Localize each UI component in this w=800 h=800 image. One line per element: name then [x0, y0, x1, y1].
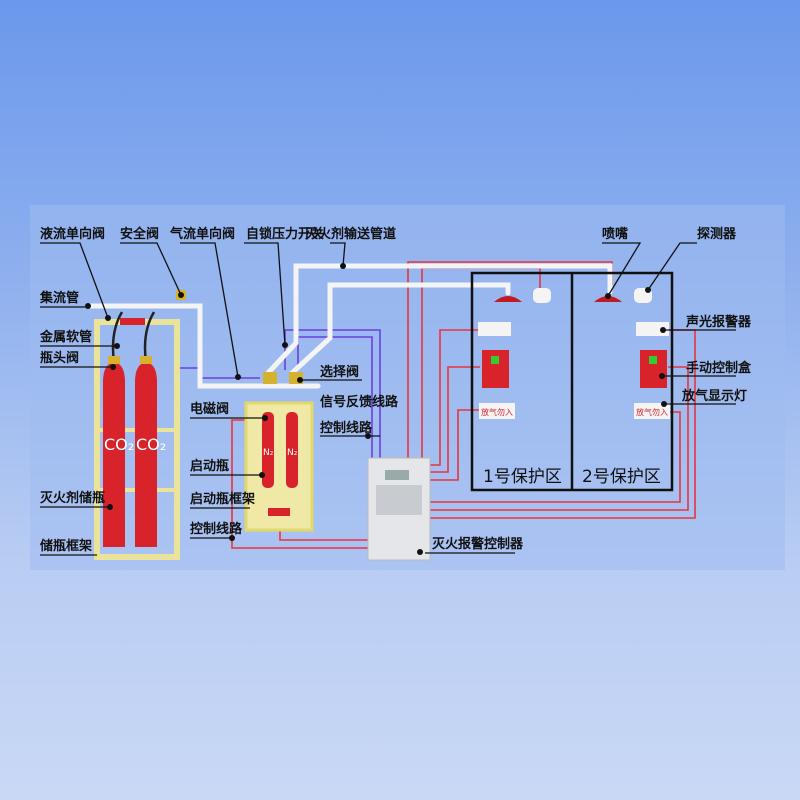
label-control-line-2: 控制线路 — [190, 521, 243, 537]
discharge-lamp-icon — [634, 403, 670, 419]
zone-2-label: 2号保护区 — [582, 467, 661, 487]
labels: 液流单向阀 安全阀 气流单向阀 自锁压力开关 灭火剂输送管道 喷嘴 探测器 集流… — [39, 226, 752, 554]
discharge-lamp-icon — [479, 403, 515, 419]
fire-alarm-controller — [367, 457, 431, 561]
label-cylinder-valve: 瓶头阀 — [40, 350, 79, 366]
label-cylinder-frame: 储瓶框架 — [39, 538, 92, 554]
label-gas-check-valve: 气流单向阀 — [170, 226, 235, 242]
delivery-pipes — [85, 263, 613, 389]
label-controller: 灭火报警控制器 — [431, 536, 524, 552]
zone-1-label: 1号保护区 — [483, 467, 562, 487]
label-solenoid-valve: 电磁阀 — [190, 401, 229, 417]
protection-zones: 1号保护区 2号保护区 — [470, 271, 674, 492]
alarm-icon — [478, 322, 511, 336]
label-start-bottle-frame: 启动瓶框架 — [190, 491, 255, 507]
label-delivery-pipe: 灭火剂输送管道 — [304, 226, 396, 242]
label-selector-valve: 选择阀 — [320, 364, 359, 380]
label-agent-cylinder: 灭火剂储瓶 — [39, 490, 105, 506]
co2-mark: CO₂ — [136, 435, 166, 454]
agent-cylinder: CO₂ CO₂ — [103, 311, 166, 547]
label-feedback-line: 信号反馈线路 — [320, 394, 399, 410]
n2-mark: N₂ — [263, 448, 274, 458]
label-control-line: 控制线路 — [320, 420, 373, 436]
co2-mark: CO₂ — [104, 435, 134, 454]
n2-mark: N₂ — [287, 448, 298, 458]
label-nozzle: 喷嘴 — [602, 226, 628, 242]
label-detector: 探测器 — [697, 226, 737, 242]
label-alarm: 声光报警器 — [685, 314, 752, 330]
label-liquid-check-valve: 液流单向阀 — [40, 226, 105, 242]
nozzle-icon — [494, 296, 522, 302]
label-start-bottle: 启动瓶 — [190, 458, 229, 474]
label-discharge-lamp: 放气显示灯 — [681, 388, 747, 404]
label-manual-box: 手动控制盒 — [686, 360, 752, 376]
manual-box-icon — [482, 350, 509, 388]
label-metal-hose: 金属软管 — [39, 329, 92, 345]
manual-box-icon — [640, 350, 667, 388]
label-safety-valve: 安全阀 — [120, 226, 159, 242]
zone-devices: 放气勿入 放气勿入 — [478, 288, 670, 419]
lamp-text: 放气勿入 — [636, 407, 668, 417]
leader-lines — [40, 242, 736, 556]
label-manifold: 集流管 — [39, 290, 79, 306]
selector-valve-1 — [263, 372, 277, 384]
detector-icon — [533, 288, 551, 303]
alarm-icon — [636, 322, 669, 336]
lamp-text: 放气勿入 — [481, 407, 513, 417]
label-pressure-switch: 自锁压力开关 — [246, 226, 324, 242]
start-bottle-frame: N₂ N₂ — [244, 401, 314, 532]
